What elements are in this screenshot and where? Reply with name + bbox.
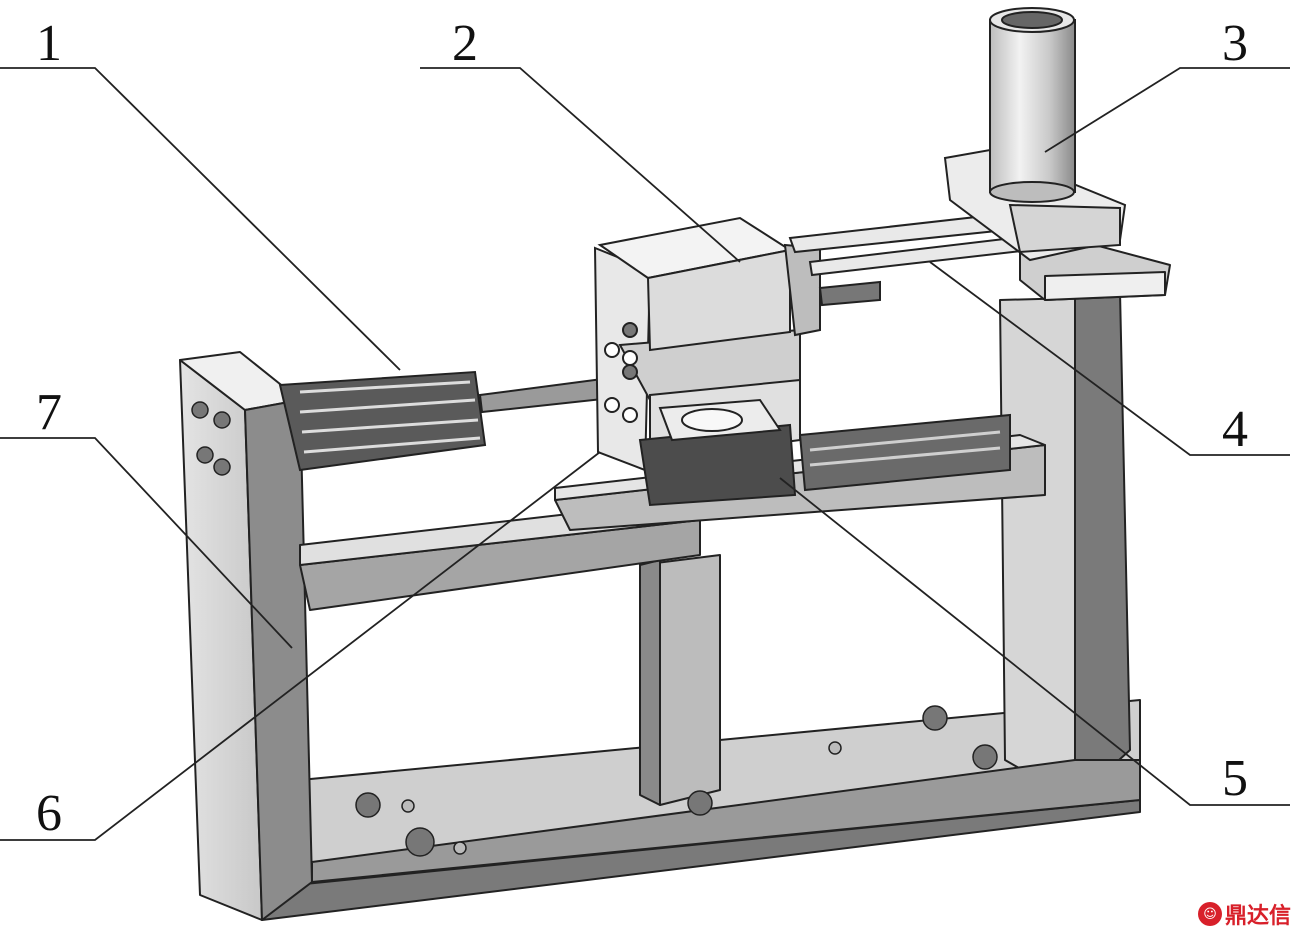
callout-3: 3: [1222, 15, 1248, 72]
leader-line-2: [420, 67, 741, 263]
callout-2: 2: [452, 15, 478, 72]
callout-6: 6: [36, 785, 62, 842]
leader-line-4: [929, 261, 1290, 456]
callout-7: 7: [36, 384, 62, 441]
leader-lines: [0, 67, 1290, 841]
watermark: ☺ 鼎达信: [1197, 898, 1291, 930]
part-2-slide-block: [597, 216, 821, 352]
base-bolts: [355, 705, 998, 857]
leader-line-3: [1044, 67, 1290, 153]
leader-line-7: [0, 437, 293, 649]
leader-line-5: [779, 477, 1290, 806]
leader-line-1: [0, 67, 401, 371]
part-1-cylinder: [278, 370, 614, 472]
part-3-vertical-cylinder: [943, 7, 1127, 262]
callout-1: 1: [36, 15, 62, 72]
leader-line-6: [0, 451, 601, 841]
watermark-text: 鼎达信: [1224, 904, 1291, 929]
left-upright-bolts: [191, 401, 231, 476]
dingdaxin-logo-icon: ☺: [1197, 902, 1222, 926]
callout-4: 4: [1222, 401, 1248, 458]
part-4-guide-rods: [788, 210, 1031, 307]
part-5-slide-base: [638, 398, 1011, 507]
callout-5: 5: [1222, 750, 1248, 807]
